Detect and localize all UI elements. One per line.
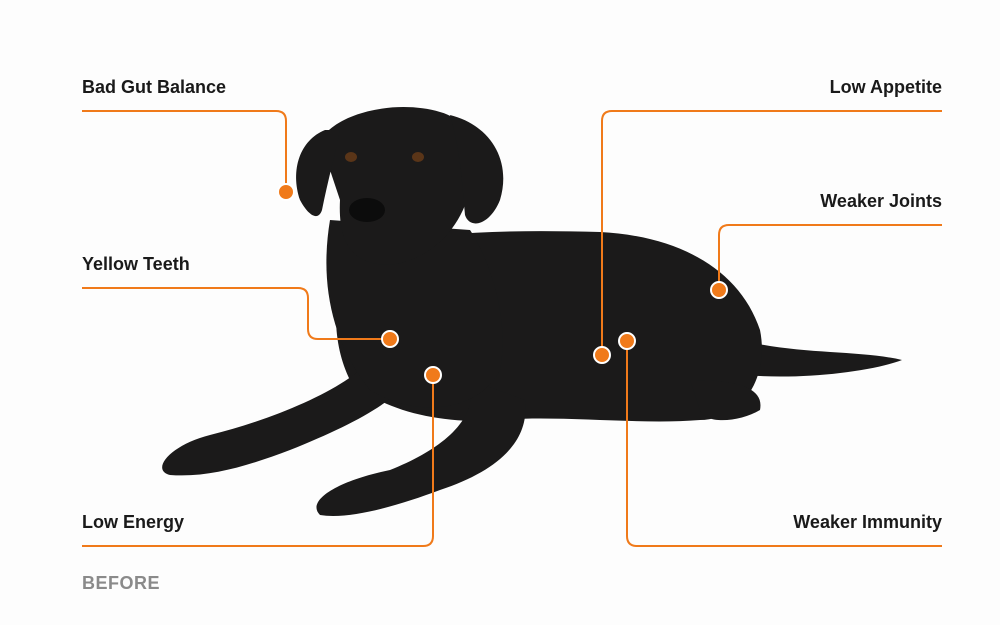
callout-lines <box>82 110 942 547</box>
dot-weaker-joints <box>710 281 728 299</box>
dog-nose <box>349 198 385 222</box>
callout-dots <box>277 183 728 384</box>
line-yellow-teeth <box>82 287 390 340</box>
dot-low-appetite <box>593 346 611 364</box>
line-weaker-joints <box>718 224 942 290</box>
label-yellow-teeth: Yellow Teeth <box>82 254 190 274</box>
dot-low-energy <box>424 366 442 384</box>
dog-eye-left <box>345 152 357 162</box>
label-weaker-immunity: Weaker Immunity <box>793 512 942 532</box>
line-low-energy <box>82 375 434 547</box>
label-low-energy: Low Energy <box>82 512 185 532</box>
stage-label: BEFORE <box>82 573 161 593</box>
dot-bad-gut-balance <box>277 183 295 201</box>
line-weaker-immunity <box>626 341 942 547</box>
dot-weaker-immunity <box>618 332 636 350</box>
dot-yellow-teeth <box>381 330 399 348</box>
line-low-appetite <box>601 110 942 355</box>
line-bad-gut-balance <box>82 110 287 192</box>
label-bad-gut-balance: Bad Gut Balance <box>82 77 227 97</box>
dog-silhouette <box>162 107 902 516</box>
label-low-appetite: Low Appetite <box>829 77 942 97</box>
label-weaker-joints: Weaker Joints <box>820 191 942 211</box>
dog-eye-right <box>412 152 424 162</box>
